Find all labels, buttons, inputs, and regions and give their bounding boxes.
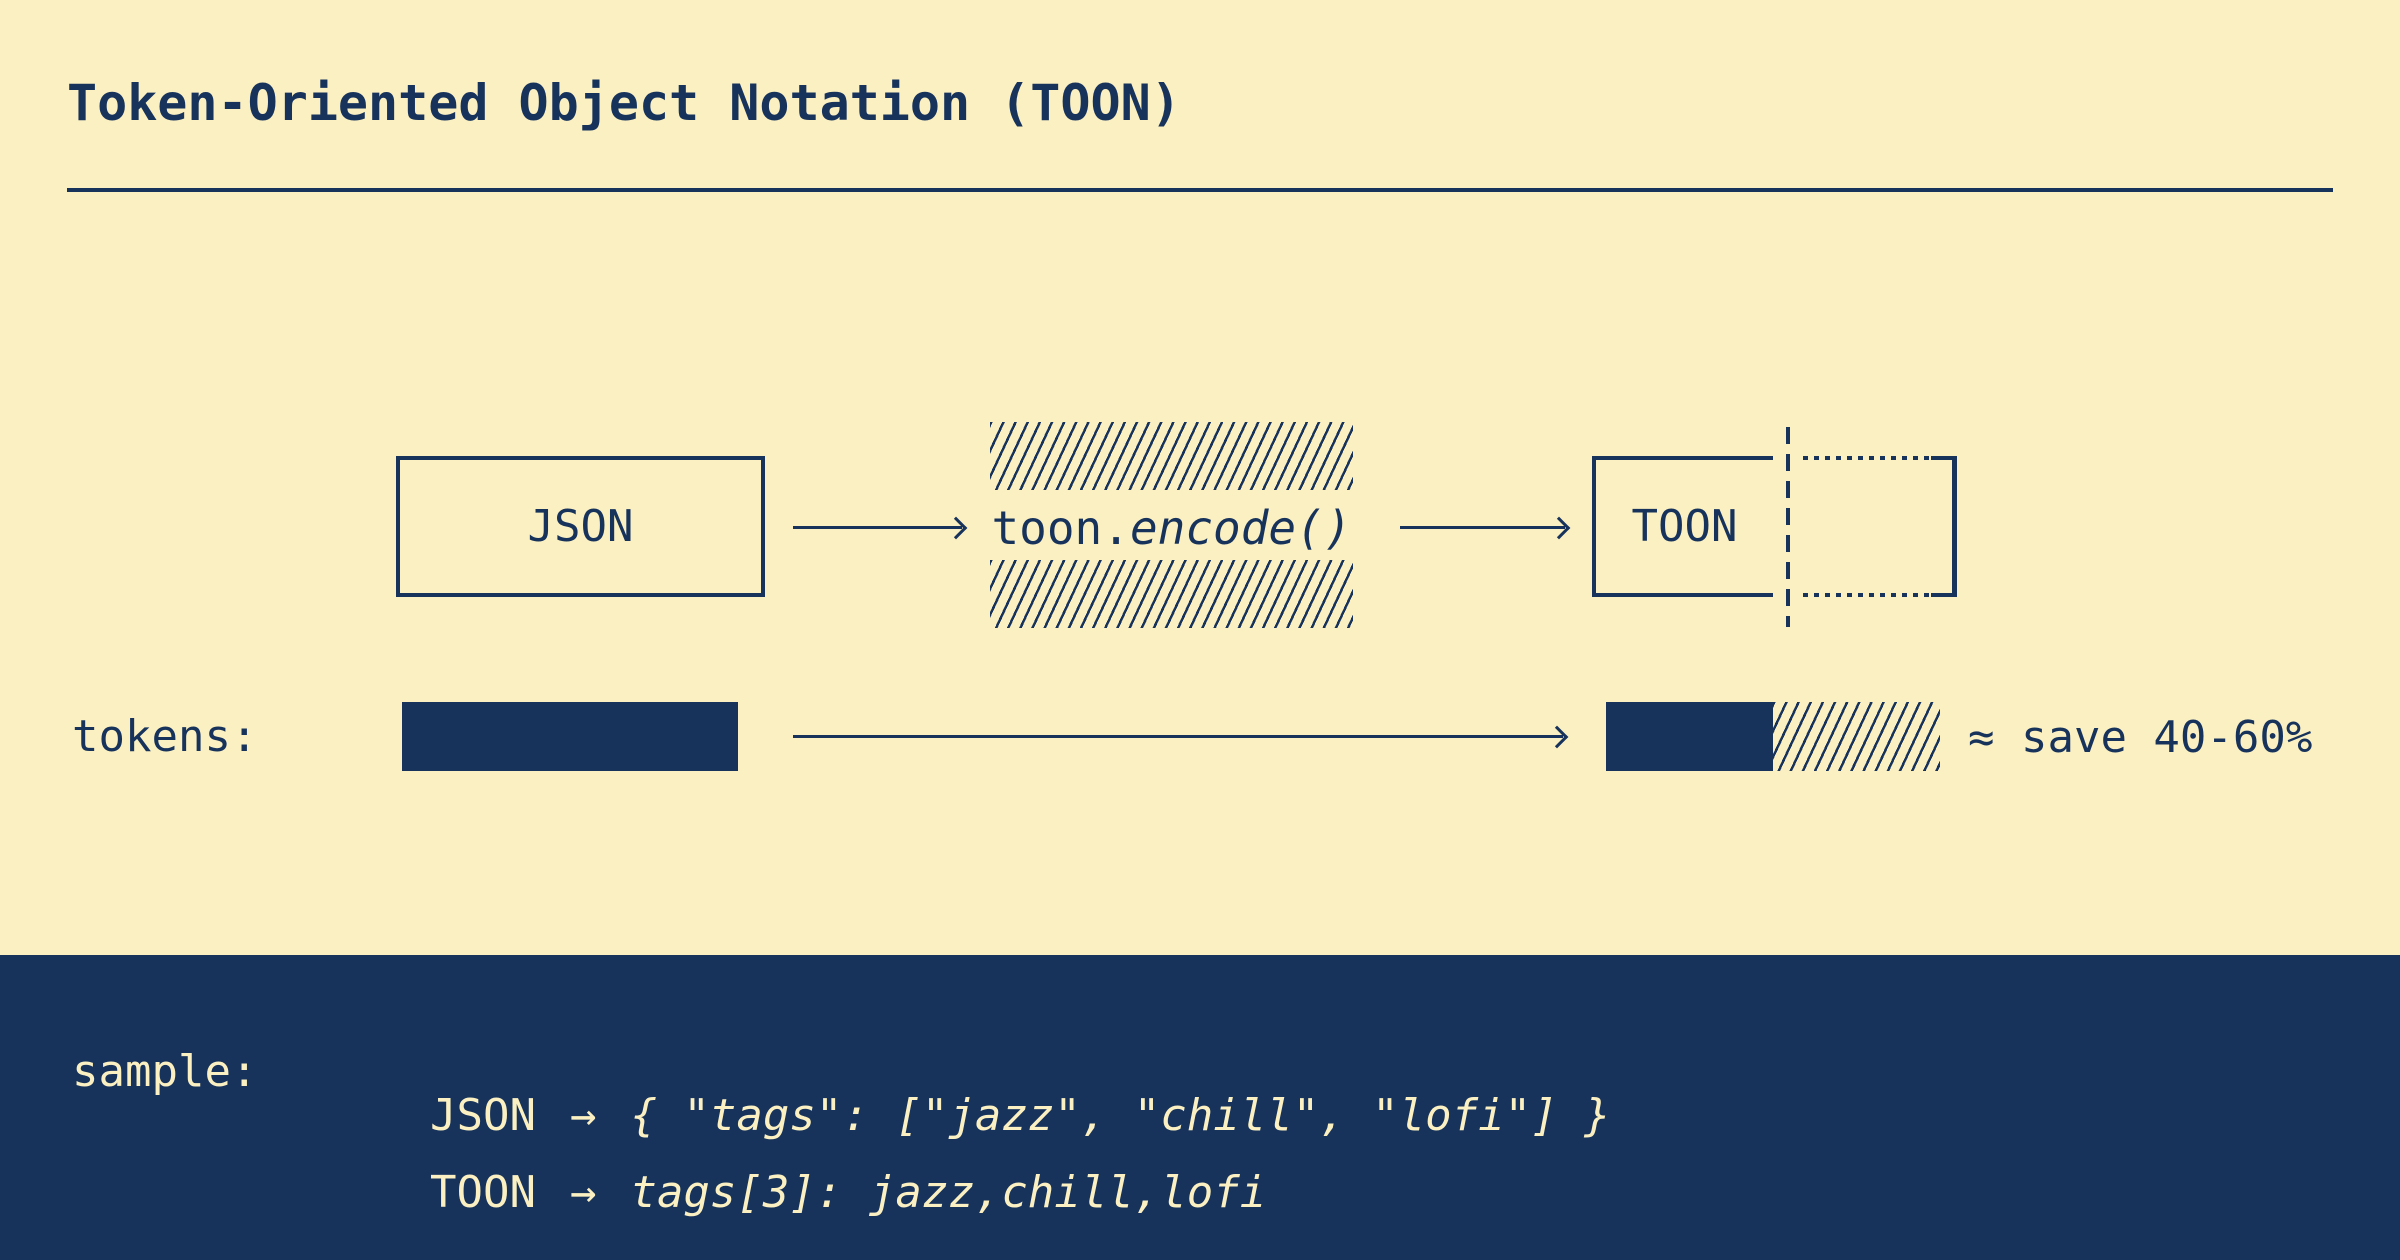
sample-section [0,955,2400,1260]
toon-box: TOON [1592,456,1773,597]
encode-call: encode() [1129,501,1352,555]
toon-token-bar-used [1606,702,1773,771]
dashed-cut-line [1786,427,1790,627]
arrow-right-icon: → [569,1090,597,1141]
sample-label: sample: [72,1046,258,1097]
arrow-right-icon: → [569,1167,597,1218]
hatch-band-top [990,422,1353,490]
hatch-band-bottom [990,560,1353,628]
json-token-bar [402,702,738,771]
sample-row-toon: TOON → tags[3]: jazz,chill,lofi [377,1127,1266,1215]
encode-prefix: toon. [991,501,1130,555]
toon-token-bar-saved [1773,702,1940,771]
arrow-right-icon [1400,526,1565,529]
ghost-box-corner [1931,456,1957,460]
savings-note: ≈ save 40-60% [1968,712,2313,763]
sample-json-code: { "tags": ["jazz", "chill", "lofi"] } [630,1090,1611,1141]
tokens-row-label: tokens: [72,711,258,762]
json-box: JSON [396,456,765,597]
ghost-box-bottom-edge [1803,593,1931,597]
arrow-right-icon [793,735,1563,738]
toon-box-label: TOON [1631,501,1738,552]
toon-token-bar [1606,702,1940,771]
sample-json-format: JSON [429,1090,536,1141]
sample-toon-format: TOON [429,1167,536,1218]
arrow-right-icon [793,526,962,529]
sample-row-json: JSON → { "tags": ["jazz", "chill", "lofi"]… [377,1050,1611,1138]
sample-toon-code: tags[3]: jazz,chill,lofi [630,1167,1267,1218]
title-divider [67,188,2333,192]
page-title: Token-Oriented Object Notation (TOON) [67,74,1181,132]
ghost-box-right-edge [1952,456,1957,597]
encode-label: toon.encode() [990,500,1353,556]
ghost-box-corner [1931,593,1957,597]
ghost-box-top-edge [1803,456,1931,460]
json-box-label: JSON [527,501,634,552]
ghost-savings-box [1803,456,1957,597]
